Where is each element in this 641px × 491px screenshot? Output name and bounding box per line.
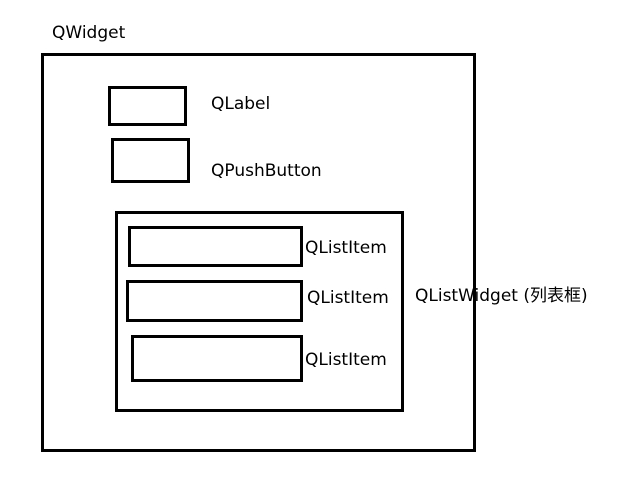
qlistitem-label-2: QListItem [307, 288, 389, 308]
qpushbutton-box [111, 138, 190, 183]
qpushbutton-label: QPushButton [211, 161, 322, 181]
qwidget-label: QWidget [52, 23, 126, 43]
qlistitem-label-3: QListItem [305, 350, 387, 370]
qlistitem-box-1 [128, 226, 303, 267]
qlabel-box [108, 86, 187, 126]
qlistitem-box-2 [126, 280, 303, 322]
qlistwidget-label: QListWidget (列表框) [415, 286, 588, 306]
qlabel-label: QLabel [211, 94, 271, 114]
qwidget-box [41, 53, 476, 452]
qlistitem-label-1: QListItem [305, 238, 387, 258]
qlistwidget-box [115, 211, 404, 412]
qlistitem-box-3 [131, 335, 303, 382]
